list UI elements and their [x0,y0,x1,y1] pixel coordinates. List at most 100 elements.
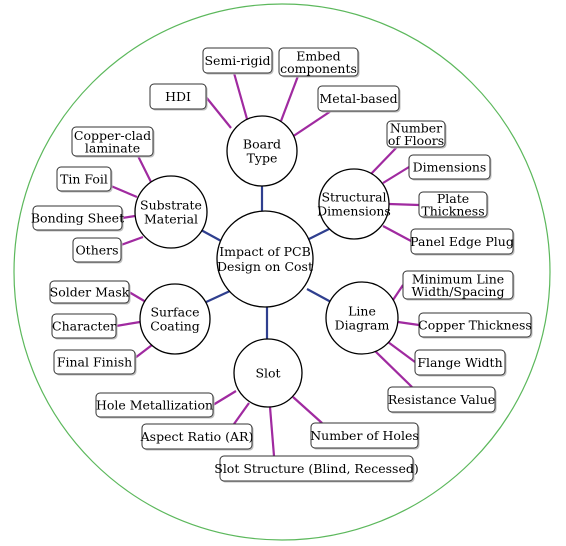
category-circle [139,283,211,355]
leaf-box-frame [149,83,207,110]
leaf-link [373,349,413,388]
leaf-label: Semi-rigid [204,53,270,68]
hub-link-substrate-material [200,229,224,243]
leaf-link [388,202,420,207]
leaf-link [134,344,153,359]
category-label: Structural [321,190,386,205]
leaf-label: Resistance Value [388,392,495,407]
leaf-link [291,110,332,138]
category-label: Dimensions [317,204,391,219]
leaf-box-frame [53,349,136,375]
leaf-box-frame [32,205,123,231]
category-label: Type [247,151,278,166]
leaf-link [212,390,237,406]
leaf-link [397,320,420,327]
outer-circle [13,3,551,541]
leaf-link [233,402,250,425]
leaf-label: Plate [437,191,469,206]
category-label: Diagram [335,318,390,333]
leaf-label: Final Finish [57,355,132,370]
leaf-box-frame [387,386,496,413]
leaf-label: Width/Spacing [412,284,505,299]
leaf-link [121,214,136,220]
leaf-box: Character [51,313,118,340]
leaf-box-frame [408,154,491,180]
leaf-label: Panel Edge Plug [410,234,514,249]
leaf-box: Bonding Sheet [31,205,124,232]
category-label: Board [243,137,281,152]
category-label: Substrate [140,198,202,213]
leaf-label: Number of Holes [310,428,419,443]
leaf-label: Others [75,243,118,258]
leaf-box-frame [414,349,506,376]
leaf-link [205,96,232,129]
leaf-box: Resistance Value [387,386,497,414]
hub-link-structural-dimensions [306,228,330,241]
leaf-box-frame [278,47,359,77]
leaf-box: Semi-rigid [202,47,274,75]
category-label: Coating [150,319,200,334]
leaf-box: Metal-based [317,85,401,113]
leaf-label: Copper-clad [74,128,151,143]
leaf-box: Hole Metallization [95,392,215,419]
leaf-link [387,341,416,363]
leaf-link [382,166,410,184]
leaf-link [279,75,300,122]
category-label: Line [348,304,376,319]
center-label: Impact of PCB [219,244,311,259]
leaf-box-frame [141,423,253,450]
leaf-label: Metal-based [319,91,397,106]
leaf-box: Others [72,237,123,264]
leaf-box: Solder Mask [49,280,131,305]
leaf-label: Character [52,319,116,334]
leaf-box: Dimensions [408,154,492,181]
category-label: Surface [150,305,199,320]
center-circle [216,210,314,308]
leaf-box-frame [49,280,130,304]
leaf-box-frame [418,312,532,338]
leaf-link [369,146,398,176]
leaf-box-frame [95,392,214,418]
hub-link-surface-coating [203,290,231,304]
leaf-link [115,320,141,328]
leaf-label: Slot Structure (Blind, Recessed) [214,461,419,476]
leaf-box-frame [71,126,154,157]
leaf-link [292,396,323,424]
leaf-label: Minimum Line [412,271,504,286]
category-circle [325,281,399,355]
leaf-box-frame [418,191,488,218]
leaf-link [232,72,249,120]
leaf-box-frame [310,422,419,449]
leaf-link [382,225,412,242]
hub-link-line-diagram [306,288,332,303]
leaf-box: HDI [149,83,208,111]
leaf-box-frame [317,85,400,112]
leaf-box: Panel Edge Plug [410,228,515,256]
connector-lines [110,72,420,457]
leaf-label: components [280,61,357,76]
category-circle [233,338,303,408]
leaf-link [128,291,147,303]
leaf-link [268,406,276,457]
category-circle [226,115,298,187]
category-circle [318,168,390,240]
leaf-label: Thickness [421,203,484,218]
leaf-box-frame [202,47,273,74]
category-label: Material [144,212,198,227]
center-label: Design on Cost [217,259,313,274]
leaf-label: Flange Width [417,355,502,370]
leaf-label: Hole Metallization [96,398,213,413]
leaf-box-frame [386,120,446,148]
leaf-link [110,184,138,199]
